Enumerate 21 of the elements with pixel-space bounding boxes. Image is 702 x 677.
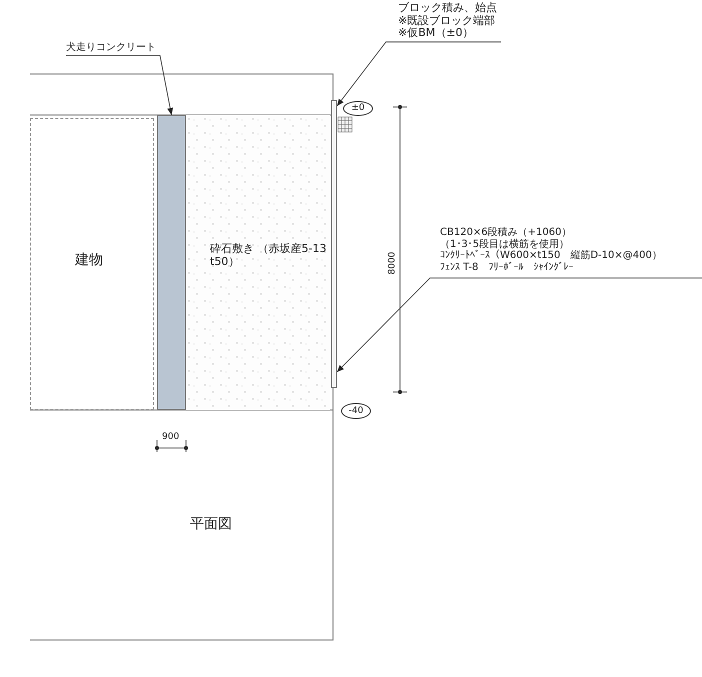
dimension-text: 8000: [387, 252, 398, 275]
dimension-text: 900: [162, 432, 180, 442]
note-text: ｺﾝｸﾘｰﾄﾍﾞｰｽ（W600×t150 縦筋D-10×@400）: [440, 250, 662, 262]
level-mark: ±0: [343, 101, 373, 116]
note-text: ブロック積み、始点: [398, 2, 497, 14]
note-text: 犬走りコンクリート: [66, 42, 156, 54]
block-wall: [331, 100, 337, 388]
area-label: 建物: [75, 252, 103, 268]
note-text: ※仮BM（±0）: [398, 27, 474, 40]
area-label: 砕石敷き （赤坂産5-13 t50）: [210, 243, 328, 268]
leader-line: [66, 55, 174, 116]
level-mark: -40: [341, 403, 371, 419]
building-area: [30, 118, 154, 410]
note-text: ﾌｪﾝｽ T-8 ﾌﾘｰﾎﾞｰﾙ ｼｬｲﾝｸﾞﾚｰ: [440, 262, 574, 273]
note-text: CB120×6段積み（+1060）: [440, 227, 572, 238]
note-text: （1･3･5段目は横筋を使用）: [440, 238, 570, 250]
drawing-title: 平面図: [190, 516, 232, 532]
leader-line: [336, 42, 502, 106]
note-text: ※既設ブロック端部: [398, 14, 496, 28]
leader-line: [336, 278, 702, 372]
concrete-strip: [157, 115, 186, 410]
